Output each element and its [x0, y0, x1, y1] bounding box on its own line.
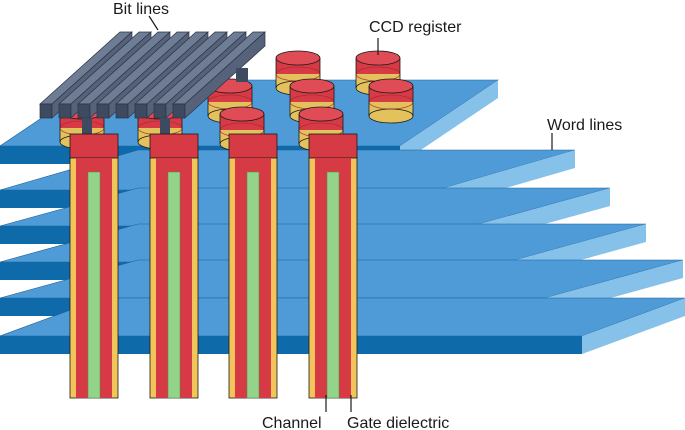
bit-lines-group: [39, 31, 266, 134]
bit-line-stub: [236, 68, 248, 82]
vertical-pillar: [228, 133, 278, 399]
channel-label: Channel: [262, 415, 322, 430]
bit-lines-label: Bit lines: [113, 1, 169, 18]
leader-lines: [148, 15, 553, 412]
ccd-register-label: CCD register: [369, 19, 462, 36]
vertical-pillar: [69, 133, 119, 399]
bit-line: [172, 31, 266, 119]
ccd-cell: [368, 78, 414, 124]
word-lines-label: Word lines: [547, 117, 622, 134]
vertical-pillars-group: [69, 133, 358, 399]
vertical-pillar: [308, 133, 358, 399]
bit-lines-leader: [148, 15, 159, 31]
bit-line-contact: [160, 118, 170, 134]
vertical-pillar: [149, 133, 199, 399]
bit-line-contact: [82, 118, 92, 134]
gate-dielectric-label: Gate dielectric: [347, 415, 449, 430]
